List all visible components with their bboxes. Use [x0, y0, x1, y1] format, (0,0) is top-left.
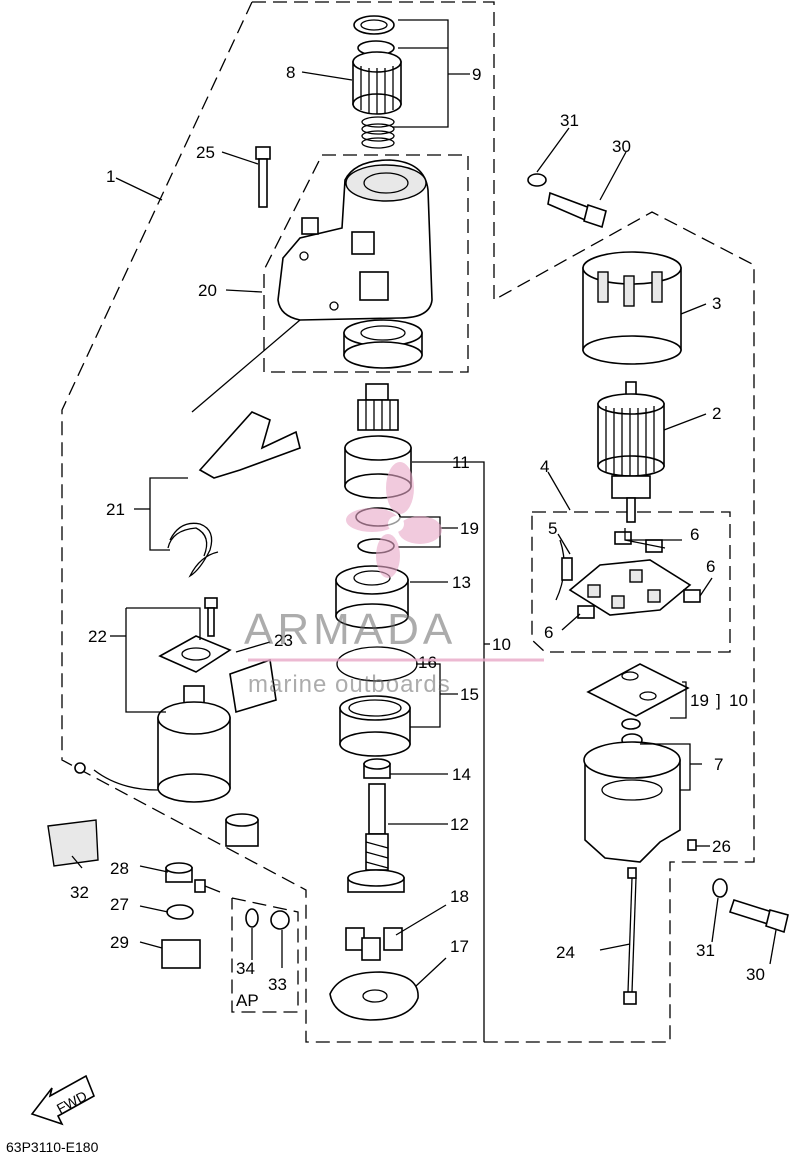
watermark-tagline: marine outboards [248, 671, 451, 698]
callout-28: 28 [110, 859, 129, 878]
callout-5: 5 [548, 519, 557, 538]
callout-33: 33 [268, 975, 287, 994]
callout-7: 7 [714, 755, 723, 774]
callout-29: 29 [110, 933, 129, 952]
callout-1: 1 [106, 167, 115, 186]
thrust-plate-part [329, 971, 419, 1021]
callout-21: 21 [106, 500, 125, 519]
callout-10-b: 10 [729, 691, 748, 710]
lower-bolt-part [728, 899, 789, 934]
brush-part-d [577, 605, 595, 619]
ap-label: AP [236, 991, 259, 1010]
gear-case-part [335, 565, 409, 629]
callout-24: 24 [556, 943, 575, 962]
brush-holder-part [568, 559, 692, 616]
planet-shaft-part [347, 783, 405, 893]
ap-washer-part [245, 908, 259, 928]
assembly-outline-ap [231, 897, 299, 1013]
assembly-outline-20 [263, 154, 469, 373]
pinion-gear-part [352, 51, 402, 115]
nut-part [166, 904, 194, 920]
callout-14: 14 [452, 765, 471, 784]
callout-16: 16 [418, 653, 437, 672]
brush-lead-part [555, 539, 573, 601]
callout-19-b: 19 [690, 691, 709, 710]
forward-arrow-icon: FWD [30, 1074, 96, 1126]
lever-part [198, 411, 301, 479]
callout-11: 11 [452, 453, 470, 472]
leader-lines [71, 19, 777, 1042]
spring-part [361, 116, 395, 149]
callout-26: 26 [712, 837, 731, 856]
terminal-bolt-part [194, 879, 221, 893]
yoke-part [582, 251, 682, 365]
bearing-part [343, 319, 423, 369]
callout-31-a: 31 [560, 111, 579, 130]
brush-part-c [683, 589, 701, 603]
callout-20: 20 [198, 281, 217, 300]
callout-6-c: 6 [544, 623, 553, 642]
lower-washer-part [712, 878, 728, 898]
callout-4: 4 [540, 457, 549, 476]
plunger-part [225, 813, 259, 847]
screw-part [687, 839, 697, 851]
snap-ring-part [353, 15, 395, 35]
callout-8: 8 [286, 63, 295, 82]
through-bolt-part [255, 146, 271, 208]
callout-13: 13 [452, 573, 471, 592]
callout-27: 27 [110, 895, 129, 914]
brush-plate-part [586, 663, 690, 717]
callout-3: 3 [712, 294, 721, 313]
callout-10-bracket: ] [716, 691, 721, 710]
callout-6-a: 6 [690, 525, 699, 544]
armature-part [597, 381, 665, 523]
callout-30-b: 30 [746, 965, 765, 984]
switch-cap-part [229, 658, 277, 714]
assembly-outline-4 [531, 511, 731, 653]
terminal-cover-part [161, 939, 201, 969]
callout-numbers: 1 2 3 4 5 6 6 6 7 8 9 10 10 11 12 13 14 … [70, 63, 765, 1010]
switch-plate-part [158, 635, 232, 673]
washer-part [527, 173, 547, 187]
ap-nut-part [270, 910, 290, 930]
callout-9: 9 [472, 65, 481, 84]
small-washer-part [621, 718, 641, 730]
callout-15: 15 [460, 685, 479, 704]
callout-6-b: 6 [706, 557, 715, 576]
drawing-code: 63P3110-E180 [6, 1139, 99, 1155]
pinion-shaft-part [344, 383, 412, 499]
callout-34: 34 [236, 959, 255, 978]
callout-31-b: 31 [696, 941, 715, 960]
callout-10: 10 [492, 635, 511, 654]
callout-2: 2 [712, 404, 721, 423]
internal-gear-part [339, 695, 411, 757]
magnetic-switch-part [74, 685, 231, 803]
callout-18: 18 [450, 887, 469, 906]
bolt-part [547, 191, 607, 229]
callout-30-a: 30 [612, 137, 631, 156]
label-plate-part [47, 819, 99, 867]
watermark-logo: ARMADA marine outboards [244, 462, 544, 698]
end-cover-part [583, 733, 681, 863]
callout-32: 32 [70, 883, 89, 902]
front-housing-part [277, 159, 433, 321]
bushing-part [363, 758, 391, 779]
switch-bolt-part [204, 597, 218, 637]
callout-19: 19 [460, 519, 479, 538]
callout-22: 22 [88, 627, 107, 646]
watermark-flower-icon [346, 462, 442, 578]
callout-17: 17 [450, 937, 469, 956]
planet-gear-part [345, 927, 403, 961]
assembly-outline-1 [61, 1, 755, 1043]
brush-part-a [614, 531, 632, 545]
grommet-part [165, 862, 193, 883]
callout-23: 23 [274, 631, 293, 650]
callout-12: 12 [450, 815, 469, 834]
callout-25: 25 [196, 143, 215, 162]
watermark-brand: ARMADA [244, 605, 456, 654]
spring-wire-part [167, 522, 219, 578]
long-through-bolt-part [623, 867, 637, 1005]
